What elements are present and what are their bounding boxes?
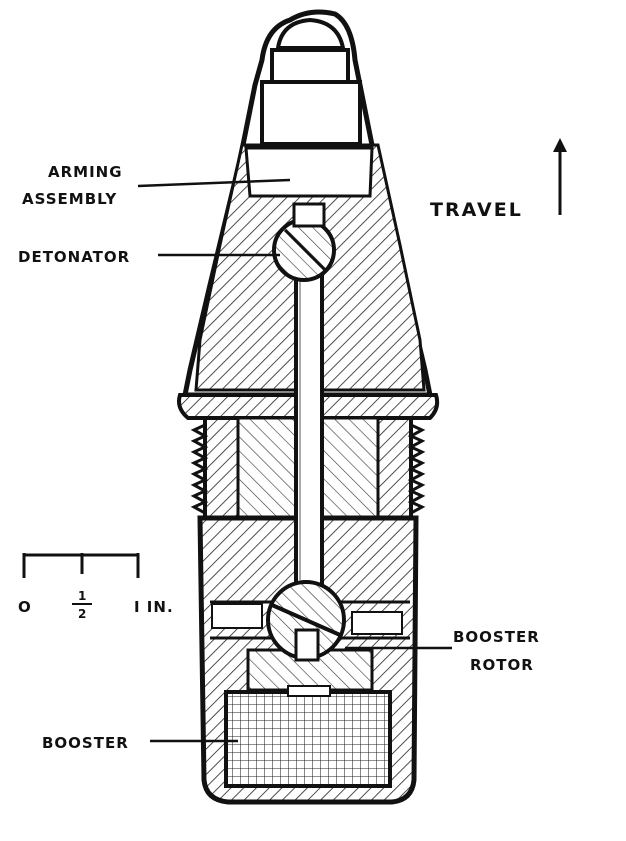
scale-half-den: 2 <box>78 607 87 621</box>
leader-arming <box>137 178 291 188</box>
label-detonator: DETONATOR <box>18 248 130 266</box>
travel-arrow <box>553 138 567 215</box>
label-booster-rotor-2: ROTOR <box>470 656 534 674</box>
label-booster: BOOSTER <box>42 734 129 752</box>
scale-half-num: 1 <box>78 589 87 603</box>
scale-zero: O <box>18 598 32 616</box>
label-assembly: ASSEMBLY <box>22 190 117 208</box>
booster-rotor-ball <box>266 580 346 662</box>
arrow-up-icon <box>553 138 567 152</box>
label-arming: ARMING <box>48 163 123 181</box>
label-booster-rotor-1: BOOSTER <box>453 628 540 646</box>
booster-charge <box>224 685 392 788</box>
label-travel: TRAVEL <box>430 199 523 221</box>
scale-one-inch: I IN. <box>134 598 174 616</box>
detonator-ball <box>272 202 336 282</box>
flash-tube <box>294 258 324 592</box>
leader-lines <box>137 178 452 743</box>
scale-bar <box>22 553 140 578</box>
